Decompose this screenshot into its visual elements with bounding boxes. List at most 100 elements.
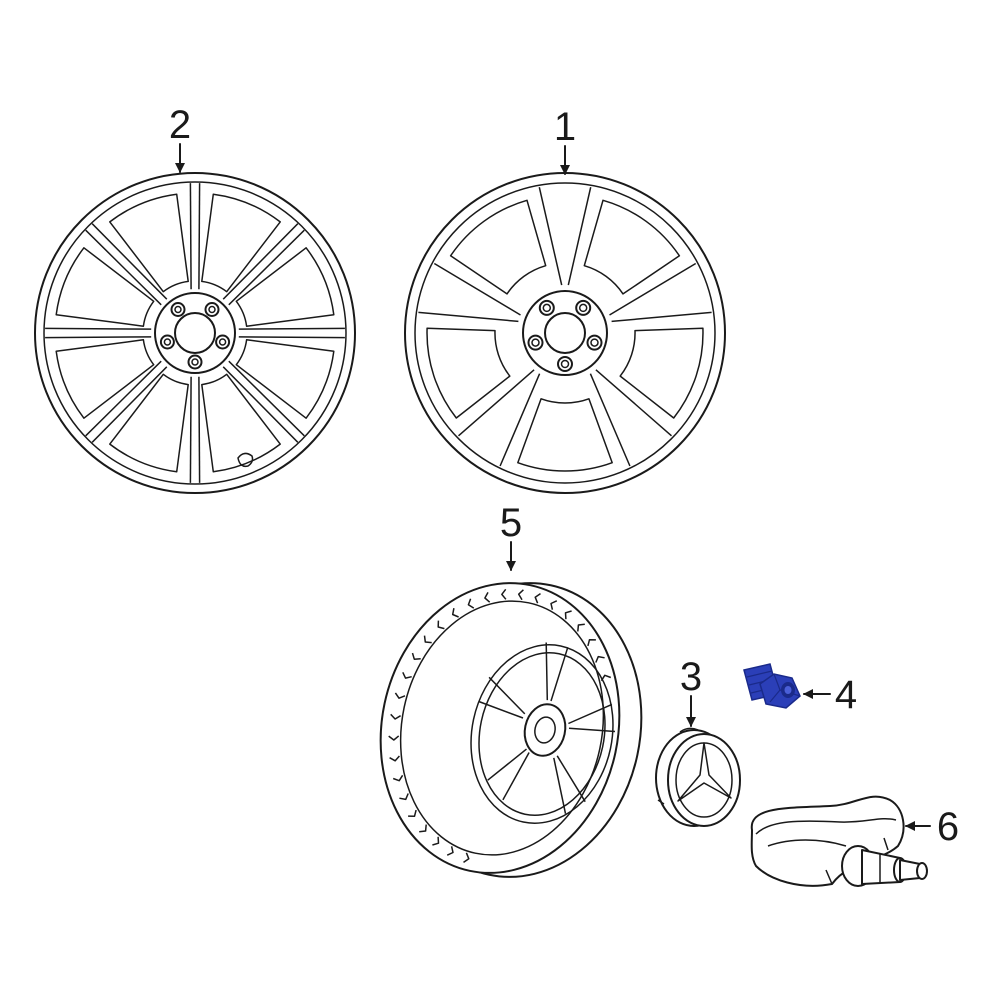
- spoke-edge: [502, 752, 530, 801]
- callout-4: 4: [803, 673, 857, 717]
- tread-block: [432, 836, 440, 846]
- tread-block: [463, 852, 470, 864]
- lug-hole-inner: [578, 303, 588, 313]
- spoke-edge: [611, 311, 712, 323]
- callout-3: 3: [680, 655, 702, 727]
- spoke-groove-fill: [599, 381, 641, 436]
- spoke-edge: [85, 229, 162, 306]
- spoke-edge: [228, 229, 305, 306]
- lug-hole-inner: [590, 338, 599, 347]
- lug-hole-inner: [208, 305, 216, 314]
- lug-hole-inner: [531, 338, 540, 347]
- spoke-edge: [91, 223, 168, 300]
- wheel-part-2[interactable]: [34, 172, 356, 494]
- tread-block: [390, 713, 401, 720]
- spoke-edge: [568, 703, 613, 725]
- callout-2: 2: [169, 103, 191, 173]
- tire-assembly-part-5[interactable]: [354, 560, 668, 899]
- wheel-2-valve-hole: [237, 452, 254, 468]
- spoke-window: [201, 373, 281, 473]
- spoke-edge: [45, 336, 152, 339]
- tread-block: [595, 655, 605, 663]
- lug-hole-inner: [163, 338, 172, 346]
- callout-1: 1: [554, 105, 576, 175]
- tread-block: [451, 608, 459, 618]
- spoke-edge: [222, 223, 299, 300]
- tread-block: [467, 598, 475, 609]
- lug-hole-inner: [542, 303, 552, 313]
- spoke-edge: [91, 366, 168, 443]
- lug-hole-inner: [218, 338, 227, 346]
- tread-block: [389, 755, 400, 762]
- spoke-edge: [228, 360, 305, 437]
- center-cap-part-3[interactable]: [655, 727, 741, 827]
- tread-block: [517, 589, 524, 601]
- lug-hole-inner: [174, 305, 182, 314]
- wheel-1-lug-holes: [527, 299, 603, 372]
- lug-hole: [204, 302, 220, 317]
- lug-hole: [215, 334, 231, 350]
- spoke-edge: [595, 369, 672, 437]
- wheel-part-1[interactable]: [404, 172, 726, 494]
- callout-label-1: 1: [554, 105, 576, 149]
- callout-label-5: 5: [500, 501, 522, 545]
- tread-block: [388, 735, 400, 741]
- tread-block: [411, 652, 421, 660]
- star-emblem-icon: [677, 742, 732, 802]
- lug-hole: [159, 334, 175, 350]
- lug-hole: [557, 356, 573, 372]
- spoke-edge: [499, 373, 541, 467]
- wheel-2-lug-holes: [159, 302, 231, 370]
- spoke-window: [619, 327, 704, 419]
- tread-block: [399, 793, 409, 801]
- spoke-window: [235, 339, 335, 419]
- callout-5: 5: [500, 501, 522, 571]
- tread-block: [392, 774, 404, 782]
- spoke-groove-fill: [489, 381, 531, 436]
- callout-label-6: 6: [937, 805, 959, 849]
- tread-block: [550, 600, 558, 610]
- callout-label-2: 2: [169, 103, 191, 147]
- spoke-edge: [589, 373, 631, 467]
- spoke-edge: [222, 366, 299, 443]
- lug-bolt-part-4[interactable]: [743, 663, 801, 709]
- spoke-edge: [556, 755, 586, 803]
- spoke-edge: [238, 327, 345, 330]
- lug-hole: [586, 334, 603, 351]
- tread-block: [534, 592, 541, 604]
- tpms-sensor-part-6[interactable]: [750, 795, 928, 887]
- spoke-edge: [189, 376, 192, 483]
- lug-hole: [575, 299, 592, 316]
- spoke-edge: [609, 262, 697, 316]
- tread-block: [484, 592, 491, 603]
- tread-block: [446, 846, 454, 856]
- callout-6: 6: [905, 805, 959, 849]
- tread-block: [408, 809, 417, 818]
- tire-wheel-spokes: [478, 642, 616, 814]
- tread-block: [402, 671, 412, 679]
- tread-block: [577, 623, 585, 632]
- spoke-edge: [538, 187, 563, 286]
- tread-block: [501, 588, 507, 600]
- spoke-window: [517, 398, 613, 472]
- lug-hole: [187, 354, 203, 370]
- spoke-window: [235, 247, 335, 327]
- lug-hole-inner: [191, 358, 199, 366]
- lug-hole: [170, 302, 186, 317]
- tread-block: [587, 638, 596, 647]
- spoke-groove-fill: [622, 292, 686, 316]
- spoke-edge: [567, 187, 592, 286]
- tread-block: [564, 610, 572, 620]
- spoke-window: [426, 327, 511, 419]
- tread-block: [419, 824, 427, 833]
- spoke-edge: [418, 311, 519, 323]
- spoke-edge: [488, 676, 526, 715]
- spoke-edge: [198, 183, 201, 290]
- callout-label-4: 4: [835, 673, 857, 717]
- spoke-window: [449, 199, 547, 295]
- spoke-window: [55, 247, 155, 327]
- spoke-edge: [550, 647, 569, 702]
- wheel-2-spokes: [45, 183, 345, 483]
- spoke-edge: [478, 700, 524, 719]
